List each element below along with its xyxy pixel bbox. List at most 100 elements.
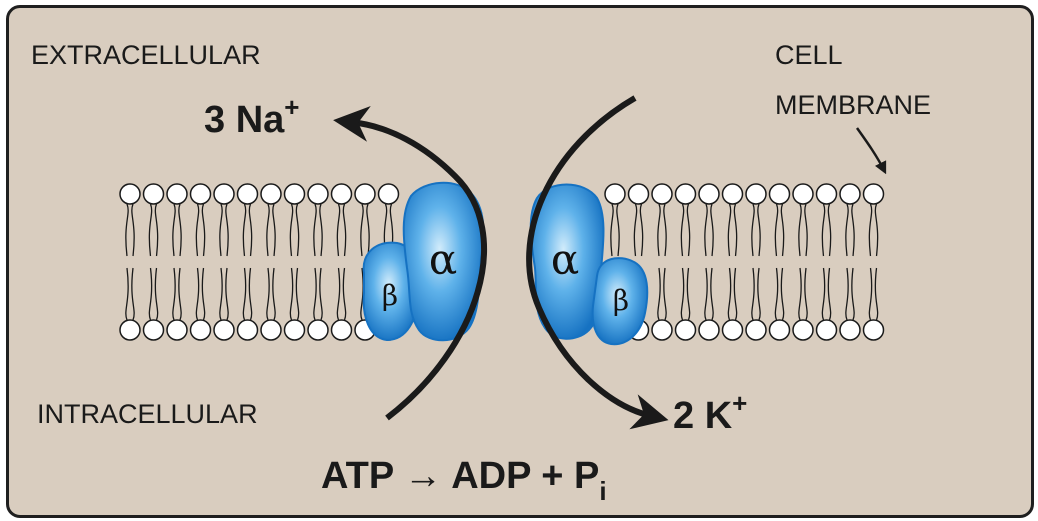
lipid-tail <box>804 203 808 257</box>
lipid-tail <box>751 267 755 321</box>
lipid-tail <box>195 203 200 257</box>
lipid-head <box>768 319 791 341</box>
lipid-tail <box>248 203 253 257</box>
lipid-head <box>236 319 259 341</box>
lipid-tail <box>225 267 229 321</box>
lipid-tail <box>710 203 714 257</box>
lipid-tail <box>319 203 323 257</box>
lipid-tail <box>266 267 270 321</box>
lipid-head <box>236 183 259 205</box>
sodium-efflux-arrow <box>333 105 488 421</box>
lipid-tail <box>827 267 832 321</box>
lipid-tail <box>272 203 276 257</box>
lipid-head <box>307 183 329 205</box>
lipid-tail <box>657 267 661 321</box>
potassium-influx-arrow <box>526 95 669 430</box>
membrane-label: MEMBRANE <box>775 90 931 120</box>
lipid-tail <box>178 267 182 321</box>
lipid-tail <box>336 267 341 321</box>
lipid-tail <box>154 267 159 321</box>
lipid-tail <box>336 203 341 257</box>
lipid-tail <box>686 267 691 321</box>
lipid-tail <box>686 203 691 257</box>
alpha-label-left: α <box>429 235 457 284</box>
lipid-head <box>839 183 861 205</box>
alpha-label-right: α <box>551 235 579 284</box>
lipid-tail <box>289 203 294 257</box>
intracellular-label: INTRACELLULAR <box>37 399 258 429</box>
lipid-tail <box>131 203 135 257</box>
lipid-head <box>745 319 767 341</box>
lipid-tail <box>733 203 738 257</box>
lipid-head <box>815 319 838 341</box>
lipid-head <box>651 183 673 205</box>
lipid-tail <box>704 267 708 321</box>
lipid-head <box>142 319 165 341</box>
lipid-head <box>768 183 791 205</box>
lipid-head <box>166 183 188 205</box>
lipid-tail <box>633 203 638 257</box>
lipid-tail <box>219 203 223 257</box>
lipid-tail <box>733 267 738 321</box>
lipid-tail <box>845 267 849 321</box>
lipid-head <box>260 183 282 205</box>
lipid-head <box>189 183 212 205</box>
lipid-head <box>674 183 697 205</box>
lipid-tail <box>639 203 644 257</box>
lipid-head <box>815 183 838 205</box>
lipid-tail <box>201 267 206 321</box>
lipid-tail <box>821 267 826 321</box>
cell-label: CELL <box>775 40 843 70</box>
lipid-head <box>260 319 282 341</box>
lipid-tail <box>360 267 364 321</box>
lipid-tail <box>131 267 135 321</box>
lipid-tail <box>657 203 661 257</box>
lipid-head <box>283 319 306 341</box>
lipid-tail <box>774 267 779 321</box>
lipid-tail <box>201 203 206 257</box>
lipid-tail <box>616 203 620 257</box>
lipid-head <box>166 319 188 341</box>
lipid-tail <box>757 203 761 257</box>
lipid-head <box>627 183 650 205</box>
lipid-tail <box>804 267 808 321</box>
lipid-head <box>142 183 165 205</box>
lipid-head <box>604 183 626 205</box>
lipid-head <box>721 319 744 341</box>
lipid-tail <box>821 203 826 257</box>
lipid-tail <box>757 267 761 321</box>
lipid-tail <box>780 267 785 321</box>
lipid-tail <box>125 267 129 321</box>
lipid-tail <box>178 203 182 257</box>
beta-label-right: β <box>613 284 629 317</box>
lipid-tail <box>154 203 159 257</box>
lipid-tail <box>148 203 153 257</box>
lipid-tail <box>319 267 323 321</box>
lipid-tail <box>295 267 300 321</box>
lipid-head <box>839 319 861 341</box>
lipid-tail <box>710 267 714 321</box>
sodium-ion-label: 3 Na+ <box>204 92 299 141</box>
beta-label-left: β <box>382 279 398 312</box>
lipid-tail <box>148 267 153 321</box>
lipid-head <box>213 183 235 205</box>
lipid-head <box>377 183 400 205</box>
extracellular-label: EXTRACELLULAR <box>31 40 261 70</box>
lipid-head <box>698 183 720 205</box>
lipid-tail <box>610 203 614 257</box>
lipid-tail <box>874 267 879 321</box>
lipid-head <box>862 319 885 341</box>
lipid-head <box>330 183 353 205</box>
lipid-tail <box>751 203 755 257</box>
lipid-tail <box>845 203 849 257</box>
lipid-head <box>698 319 720 341</box>
lipid-tail <box>313 267 317 321</box>
lipid-head <box>354 183 376 205</box>
lipid-head <box>119 319 141 341</box>
lipid-tail <box>774 203 779 257</box>
lipid-head <box>651 319 673 341</box>
lipid-tail <box>172 203 176 257</box>
lipid-tail <box>172 267 176 321</box>
lipid-tail <box>248 267 253 321</box>
lipid-tail <box>704 203 708 257</box>
